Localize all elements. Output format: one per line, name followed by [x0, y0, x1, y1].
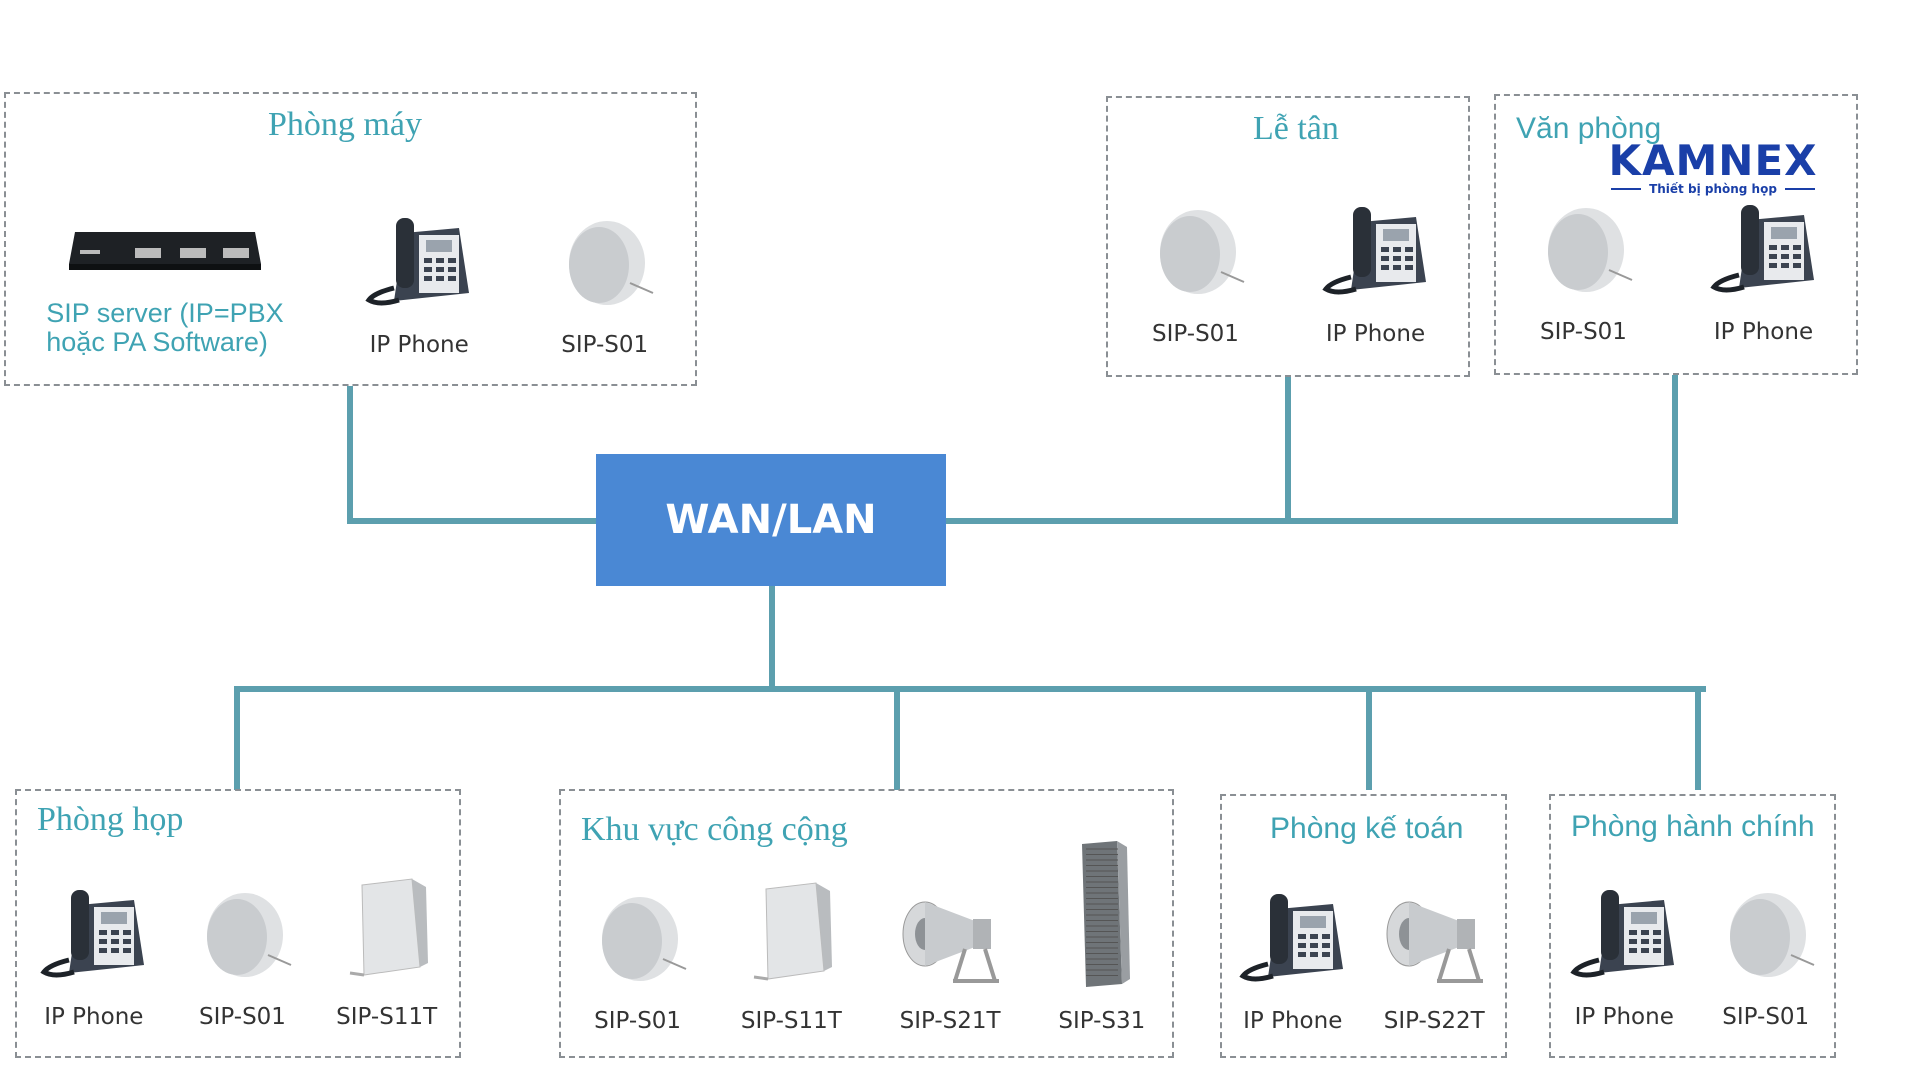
zone-title: Khu vực công cộng: [581, 811, 848, 848]
ip-phone-icon: [39, 885, 149, 990]
link-line: [347, 518, 597, 524]
link-line: [1695, 686, 1701, 790]
device: IP Phone: [39, 885, 149, 1030]
device-label: SIP-S01: [1540, 319, 1627, 345]
device: SIP server (IP=PBX hoặc PA Software): [46, 220, 284, 358]
horn-speaker-icon: [1379, 889, 1489, 994]
device-label: IP Phone: [1243, 1008, 1343, 1034]
device-label: IP Phone: [1574, 1004, 1674, 1030]
device: IP Phone: [364, 213, 474, 358]
device-label: SIP-S01: [594, 1008, 682, 1034]
device: SIP-S01: [1146, 202, 1246, 347]
device-label: SIP server (IP=PBX hoặc PA Software): [46, 297, 284, 358]
device-label: SIP-S11T: [336, 1004, 438, 1030]
kamnex-logo: KAMNEX Thiết bị phòng họp: [1608, 136, 1818, 197]
horn-speaker-icon: [895, 889, 1005, 994]
device: SIP-S31: [1058, 839, 1145, 1034]
ip-phone-icon: [364, 213, 474, 318]
device: IP Phone: [1238, 889, 1348, 1034]
device: SIP-S22T: [1379, 889, 1489, 1034]
device-label: SIP-S01: [1152, 321, 1239, 347]
device-label: IP Phone: [1713, 319, 1814, 345]
wall-speaker-icon: [342, 875, 432, 990]
ceiling-speaker-icon: [1534, 200, 1634, 305]
ceiling-speaker-icon: [1716, 885, 1816, 990]
ceiling-speaker-icon: [193, 885, 293, 990]
device-label: SIP-S21T: [899, 1008, 1001, 1034]
ceiling-speaker-icon: [588, 889, 688, 994]
logo-tagline: Thiết bị phòng họp: [1608, 182, 1818, 196]
link-line: [1366, 686, 1372, 790]
wan-lan-network-node: WAN/LAN: [596, 454, 946, 586]
zone-title: Phòng kế toán: [1270, 812, 1464, 845]
ip-phone-icon: [1238, 889, 1348, 994]
zone-7: Phòng hành chính IP Phone SIP-S01: [1549, 794, 1836, 1058]
zone-6: Phòng kế toán IP Phone SIP-S22T: [1220, 794, 1507, 1058]
wall-speaker-icon: [746, 879, 836, 994]
zone-4: Phòng họp IP Phone SIP-S01 SIP-S11T: [15, 789, 461, 1058]
device-row: SIP-S01 IP Phone: [1496, 200, 1856, 345]
device: IP Phone: [1709, 200, 1819, 345]
logo-brand: KAMNEX: [1608, 136, 1818, 185]
zone-title: Lễ tân: [1253, 110, 1339, 147]
device-label: SIP-S01: [199, 1004, 286, 1030]
zone-title: Phòng hành chính: [1571, 810, 1815, 843]
device-label: SIP-S01: [1722, 1004, 1810, 1030]
device-row: SIP-S01 SIP-S11T SIP-S21T SIP-S31: [561, 839, 1172, 1034]
ceiling-speaker-icon: [555, 213, 655, 318]
zone-title: Văn phòng: [1516, 112, 1662, 145]
sip-server-icon: [65, 220, 265, 285]
link-line: [1285, 377, 1291, 522]
device-label: IP Phone: [369, 332, 469, 358]
device: IP Phone: [1321, 202, 1431, 347]
ip-phone-icon: [1569, 885, 1679, 990]
device-label: SIP-S11T: [740, 1008, 842, 1034]
device-row: IP Phone SIP-S01 SIP-S11T: [17, 875, 459, 1030]
zone-title: Phòng máy: [268, 106, 422, 143]
device-row: SIP server (IP=PBX hoặc PA Software) IP P…: [6, 213, 695, 358]
link-line: [946, 518, 1678, 524]
zone-title: Phòng họp: [37, 801, 184, 838]
link-line: [769, 586, 775, 691]
device: SIP-S21T: [895, 889, 1005, 1034]
device-row: IP Phone SIP-S22T: [1222, 889, 1505, 1034]
device: SIP-S01: [1534, 200, 1634, 345]
link-line: [234, 686, 1706, 692]
device-row: IP Phone SIP-S01: [1551, 885, 1834, 1030]
device-label: SIP-S22T: [1383, 1008, 1485, 1034]
device: SIP-S01: [555, 213, 655, 358]
ip-phone-icon: [1321, 202, 1431, 307]
link-line: [894, 686, 900, 790]
device: SIP-S11T: [741, 879, 842, 1034]
link-line: [234, 686, 240, 790]
device-label: IP Phone: [44, 1004, 144, 1030]
device-label: SIP-S31: [1058, 1008, 1146, 1034]
device: SIP-S01: [588, 889, 688, 1034]
link-line: [347, 386, 353, 524]
link-line: [1672, 375, 1678, 522]
device: SIP-S01: [193, 885, 293, 1030]
device: IP Phone: [1569, 885, 1679, 1030]
device: SIP-S11T: [336, 875, 437, 1030]
column-speaker-icon: [1072, 839, 1132, 994]
ceiling-speaker-icon: [1146, 202, 1246, 307]
device-row: SIP-S01 IP Phone: [1108, 202, 1468, 347]
device-label: IP Phone: [1325, 321, 1426, 347]
device: SIP-S01: [1716, 885, 1816, 1030]
device-label: SIP-S01: [561, 332, 649, 358]
ip-phone-icon: [1709, 200, 1819, 305]
